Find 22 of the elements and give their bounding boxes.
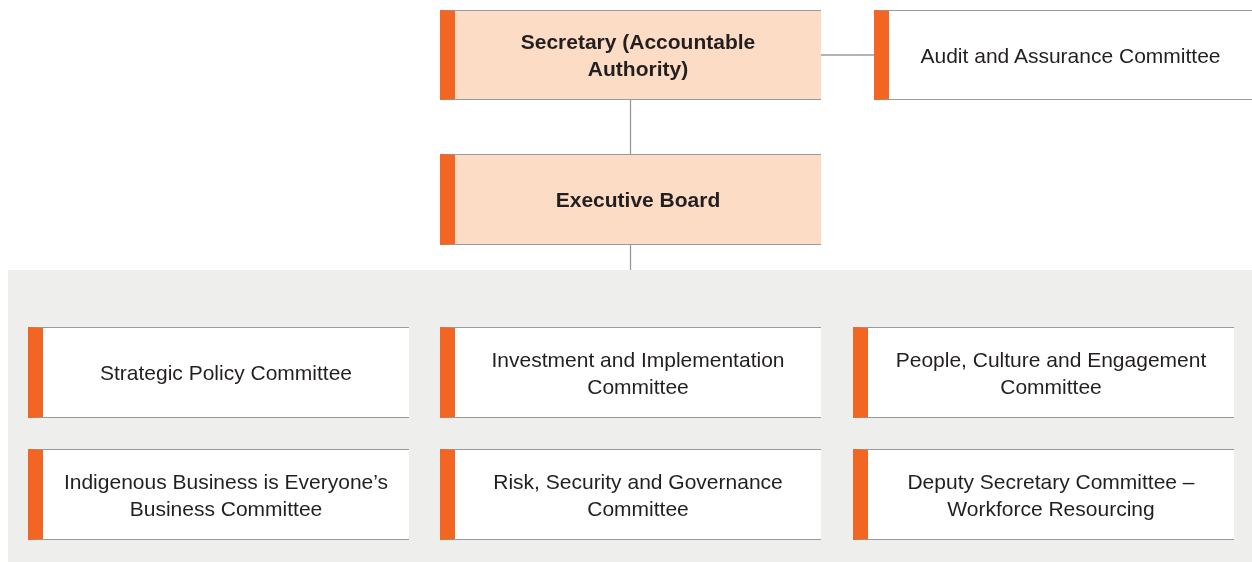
leadership-box — [440, 10, 821, 100]
committee-box — [874, 10, 1252, 100]
connector-line — [629, 244, 632, 271]
box-label: People, Culture and Engagement Committee — [894, 346, 1208, 400]
connector-line — [820, 54, 875, 56]
committee-panel — [8, 270, 1252, 562]
box-label: Audit and Assurance Committee — [920, 42, 1221, 69]
connector-line — [629, 99, 632, 155]
committee-box — [853, 327, 1234, 418]
box-label: Risk, Security and Governance Committee — [492, 468, 784, 522]
leadership-box — [440, 154, 821, 245]
box-label: Executive Board — [555, 187, 721, 213]
box-label: Indigenous Business is Everyone’s Business Committee — [62, 468, 390, 522]
box-label: Deputy Secretary Committee – Workforce Resourcing — [906, 468, 1196, 522]
committee-box — [440, 327, 821, 418]
committee-box — [28, 327, 409, 418]
committee-box — [440, 449, 821, 540]
box-label: Investment and Implementation Committee — [490, 346, 786, 400]
box-label: Secretary (Accountable Authority) — [519, 29, 757, 82]
box-label: Strategic Policy Committee — [99, 360, 353, 386]
committee-box — [28, 449, 409, 540]
committee-box — [853, 449, 1234, 540]
